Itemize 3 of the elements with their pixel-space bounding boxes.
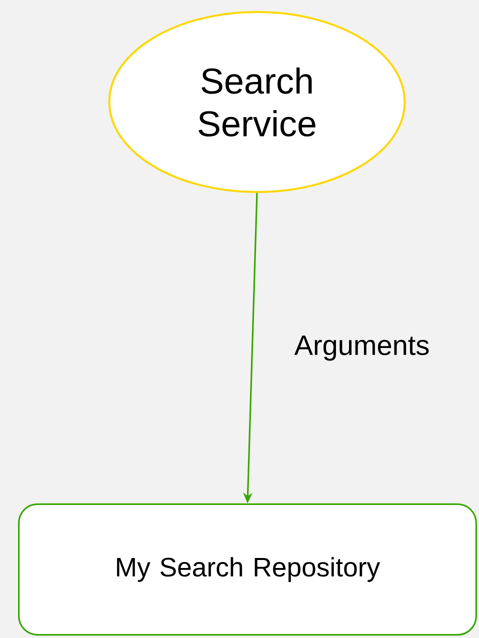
process-box: My Search Repository	[18, 503, 477, 636]
ellipse-node: Search Service	[108, 11, 406, 193]
edge-label: Arguments	[294, 336, 429, 361]
